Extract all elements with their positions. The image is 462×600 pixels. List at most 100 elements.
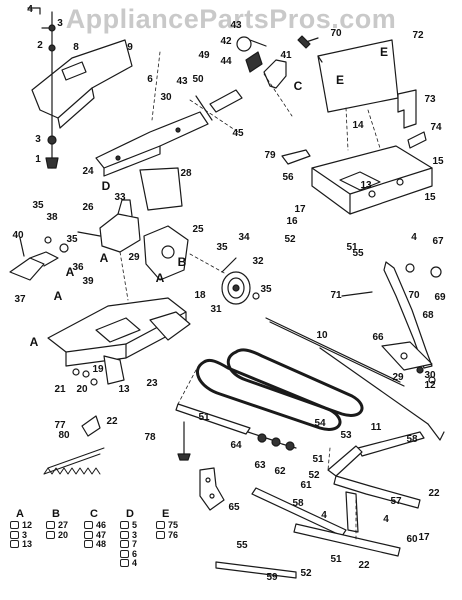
hardware-icon <box>120 540 129 548</box>
legend-part-number: 12 <box>22 520 33 530</box>
callout-73: 73 <box>424 94 436 105</box>
callout-68: 68 <box>422 310 434 321</box>
callout-13-frame: 13 <box>118 384 130 395</box>
callout-69: 69 <box>434 292 446 303</box>
legend-row: 7 <box>120 539 160 549</box>
callout-22-lower: 22 <box>358 560 370 571</box>
callout-11: 11 <box>370 422 382 433</box>
callout-1: 1 <box>35 154 41 165</box>
hardware-icon <box>10 540 19 548</box>
legend-letter: A <box>16 508 24 520</box>
legend-group-d: D 5 3 7 6 4 <box>120 508 160 568</box>
callout-8: 8 <box>73 42 79 53</box>
callout-57: 57 <box>390 496 402 507</box>
callout-67: 67 <box>432 236 444 247</box>
callout-43-top: 43 <box>230 20 242 31</box>
callout-B: B <box>177 255 187 269</box>
legend-row: 5 <box>120 520 160 530</box>
hardware-icon <box>46 530 55 539</box>
legend-row: 13 <box>10 539 50 549</box>
legend-letter: B <box>52 508 60 520</box>
hardware-icon <box>120 559 129 567</box>
part-rod-10 <box>265 317 405 387</box>
callout-4-top: 4 <box>27 4 33 15</box>
callout-18: 18 <box>194 290 206 301</box>
callout-36: 36 <box>72 262 84 273</box>
part-clip-79 <box>281 149 311 165</box>
part-bar-59 <box>215 561 297 579</box>
callout-4-frame: 4 <box>411 232 417 243</box>
part-bolt-stack <box>45 11 59 169</box>
callout-31: 31 <box>210 304 222 315</box>
callout-58-right: 58 <box>406 434 418 445</box>
callout-35-right: 35 <box>260 284 272 295</box>
callout-72: 72 <box>412 30 424 41</box>
part-bracket-66 <box>381 341 436 384</box>
callout-60: 60 <box>406 534 418 545</box>
hardware-icon <box>156 530 165 539</box>
legend-row: 6 <box>120 549 160 559</box>
callout-A-top: A <box>99 251 109 265</box>
callout-51-lower: 51 <box>330 554 342 565</box>
callout-A-bottom: A <box>29 335 39 349</box>
legend-row: 12 <box>10 520 50 530</box>
callout-62: 62 <box>274 466 286 477</box>
legend-part-number: 3 <box>22 529 28 540</box>
part-rod-11 <box>319 347 445 441</box>
legend-row: 27 <box>46 520 86 530</box>
callout-55: 55 <box>352 248 364 259</box>
part-coupling-37 <box>9 236 69 281</box>
callout-24: 24 <box>82 166 94 177</box>
callout-63: 63 <box>254 460 266 471</box>
callout-C: C <box>293 79 303 93</box>
callout-30: 30 <box>160 92 172 103</box>
callout-16: 16 <box>286 216 298 227</box>
callout-35-left: 35 <box>32 200 44 211</box>
callout-12: 12 <box>424 380 436 391</box>
legend-part-number: 75 <box>168 520 179 530</box>
legend-part-number: 27 <box>58 520 69 530</box>
callout-4-lower-right: 4 <box>383 514 389 525</box>
callout-22-left: 22 <box>106 416 118 427</box>
callout-4-lower-left: 4 <box>321 510 327 521</box>
hardware-icon <box>84 540 93 548</box>
legend-letter: D <box>126 508 134 520</box>
callout-28: 28 <box>180 168 192 179</box>
part-bar-58-upper <box>327 431 425 477</box>
callout-9: 9 <box>127 42 133 53</box>
callout-26: 26 <box>82 202 94 213</box>
legend-row: 3 <box>10 530 50 540</box>
callout-35-mid: 35 <box>66 234 78 245</box>
legend-row: 47 <box>84 530 124 540</box>
legend-part-number: 5 <box>132 520 138 530</box>
part-cover-9 <box>27 7 133 129</box>
callout-35-pulley: 35 <box>216 242 228 253</box>
legend-part-number: 13 <box>22 539 33 549</box>
part-frame-14 <box>311 131 433 215</box>
callout-3-b: 3 <box>35 134 41 145</box>
hardware-icon <box>46 521 55 529</box>
legend-part-number: 6 <box>132 548 138 559</box>
legend-group-b: B 27 20 <box>46 508 86 540</box>
legend-letter: E <box>162 508 170 520</box>
hardware-icon <box>10 530 19 539</box>
callout-53: 53 <box>340 430 352 441</box>
callout-34: 34 <box>238 232 250 243</box>
callout-22-right: 22 <box>428 488 440 499</box>
callout-42: 42 <box>220 36 232 47</box>
assembly-leaders <box>119 51 381 541</box>
callout-79: 79 <box>264 150 276 161</box>
callout-66: 66 <box>372 332 384 343</box>
part-bracket-73 <box>397 89 417 129</box>
callout-15-top: 15 <box>432 156 444 167</box>
callout-55-lower: 55 <box>236 540 248 551</box>
callout-61: 61 <box>300 480 312 491</box>
callout-37: 37 <box>14 294 26 305</box>
part-bolt-78 <box>177 421 191 461</box>
callout-44: 44 <box>220 56 232 67</box>
callout-E: E <box>335 73 345 87</box>
callout-23: 23 <box>146 378 158 389</box>
callout-40: 40 <box>12 230 24 241</box>
callout-71: 71 <box>330 290 342 301</box>
